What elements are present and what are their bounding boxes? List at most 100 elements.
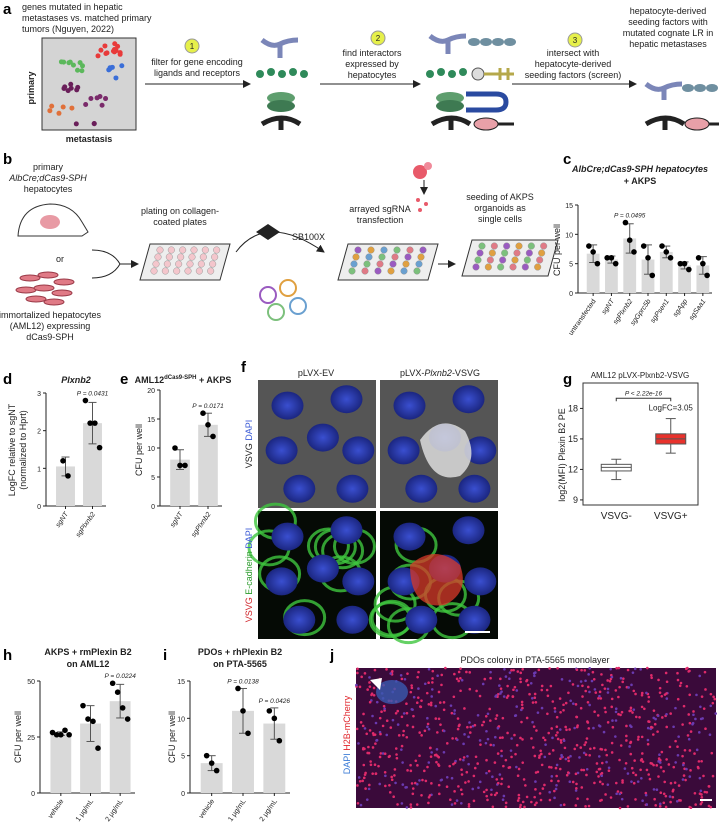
cell-nucleus (585, 737, 589, 740)
cell-nucleus (374, 772, 378, 776)
cell-nucleus (495, 791, 499, 795)
cell-nucleus (595, 770, 599, 774)
cell-nucleus (601, 683, 604, 687)
bar (170, 459, 190, 506)
cell-nucleus (588, 690, 591, 694)
label-part: DAPI (244, 420, 254, 441)
data-point (182, 462, 188, 469)
cell-nucleus (631, 671, 635, 674)
cell-nucleus (427, 761, 431, 764)
cell-nucleus (356, 671, 359, 675)
cell-nucleus (457, 670, 461, 674)
cell-nucleus (645, 691, 648, 695)
cell-nucleus (475, 689, 478, 693)
data-point (87, 420, 93, 426)
step-3-text: seeding factors (screen) (525, 70, 622, 80)
microscopy-image (368, 511, 498, 645)
interactor-icons (426, 33, 516, 131)
cell-nucleus (404, 786, 407, 789)
cell-nucleus (363, 727, 367, 730)
nucleus (306, 554, 339, 583)
bar (80, 723, 101, 793)
panel-j-channel-label: DAPI H2B-mCherry (342, 695, 352, 774)
cell-nucleus (633, 667, 637, 671)
data-point (60, 458, 66, 464)
plate-well (173, 267, 181, 275)
cell-nucleus (674, 761, 677, 764)
cell-nucleus (368, 729, 372, 732)
chart-h-ylabel: CFU per well (13, 711, 23, 763)
cell-nucleus (356, 784, 359, 787)
cell-nucleus (587, 804, 591, 808)
cell-nucleus (662, 801, 666, 805)
cell-nucleus (485, 758, 488, 762)
step-1-text: ligands and receptors (154, 68, 241, 78)
plate-well (167, 246, 175, 254)
cell-nucleus (640, 757, 644, 761)
x-tick-label: sgNT (169, 511, 185, 529)
data-point (659, 243, 665, 249)
cell-nucleus (688, 693, 692, 697)
cell-nucleus (679, 799, 682, 802)
cell-nucleus (686, 666, 689, 670)
cell-nucleus (427, 667, 431, 671)
cell-nucleus (427, 801, 430, 805)
nucleus (271, 522, 304, 551)
cell-nucleus (534, 780, 537, 783)
cell-nucleus (558, 728, 562, 731)
cell-nucleus (381, 752, 385, 755)
row-label-vsvg-dapi: VSVG DAPI (244, 420, 254, 469)
cell-nucleus (679, 681, 683, 685)
nucleus (393, 522, 426, 551)
cell-nucleus (381, 724, 385, 728)
panel-label-g: g (563, 371, 572, 388)
scatter-dot (103, 96, 109, 102)
plate-well (363, 260, 371, 268)
cell-nucleus (555, 725, 559, 729)
cell-nucleus (478, 739, 482, 742)
cell-nucleus (559, 738, 563, 742)
cell-nucleus (420, 699, 423, 702)
cell-nucleus (699, 789, 703, 793)
cell-nucleus (669, 781, 673, 785)
cell-nucleus (540, 688, 544, 692)
plate-well (509, 263, 517, 271)
cell-nucleus (640, 735, 644, 739)
data-point (640, 243, 647, 249)
y-tick-label: 12 (568, 464, 578, 474)
cell-nucleus (360, 675, 363, 679)
cell-nucleus (358, 685, 362, 689)
cell-nucleus (620, 797, 624, 801)
cell-nucleus (463, 733, 466, 736)
cell-nucleus (460, 768, 463, 772)
cell-nucleus (355, 727, 359, 731)
plate-well (515, 242, 523, 250)
cell-nucleus (575, 782, 578, 786)
plate-well (472, 263, 480, 271)
cell-nucleus (618, 792, 622, 796)
cell-nucleus (439, 723, 442, 726)
cell-nucleus (538, 792, 542, 795)
cell-nucleus (520, 700, 524, 704)
cell-nucleus (385, 719, 389, 723)
chart-titles: AlbCre;dCas9-SPH hepatocytes + AKPS Plxn… (7, 164, 708, 763)
cell-nucleus (651, 733, 655, 736)
cell-nucleus (634, 692, 637, 696)
cell-nucleus (396, 709, 400, 713)
cell-nucleus (515, 705, 519, 708)
cell-nucleus (418, 779, 421, 782)
plate-well (152, 260, 160, 268)
cell-nucleus (664, 671, 668, 675)
step-2-badge (370, 30, 386, 46)
cell-nucleus (453, 712, 456, 715)
cell-nucleus (500, 690, 503, 693)
cell-nucleus (515, 743, 519, 747)
scatter-dot (110, 48, 116, 54)
plate-well (523, 256, 531, 264)
plate-well (378, 253, 386, 261)
chart-e-title-main: AML12 (135, 375, 165, 385)
data-point (235, 685, 241, 692)
x-tick-label: 2 µg/mL (104, 798, 124, 823)
cell-nucleus (678, 684, 682, 688)
